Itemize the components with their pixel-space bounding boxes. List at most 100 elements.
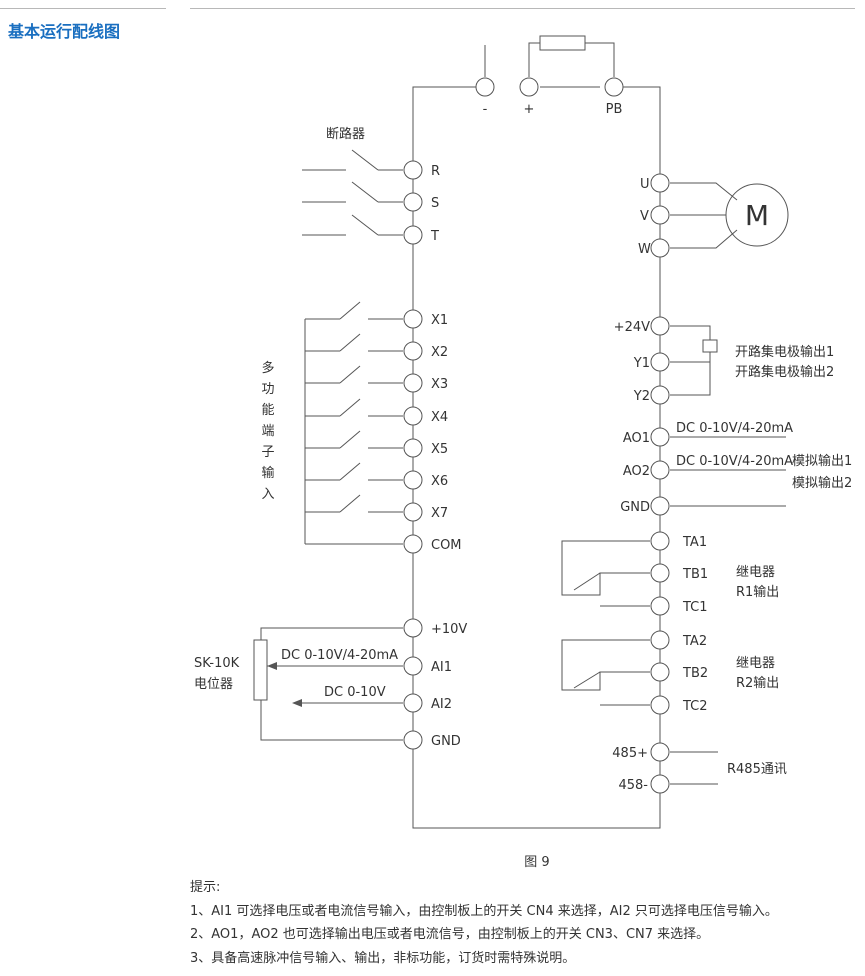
label-tc2: TC2 [682, 699, 708, 714]
ao2-signal: DC 0-10V/4-20mA [676, 454, 793, 469]
multi-input-char: 多 [261, 360, 274, 376]
terminal-x3 [403, 373, 423, 393]
relay2-label: R2输出 [736, 675, 779, 691]
label-ai1: AI1 [431, 660, 452, 675]
note-item: 1、AI1 可选择电压或者电流信号输入，由控制板上的开关 CN4 来选择，AI2… [190, 903, 778, 919]
label-v: V [640, 209, 649, 224]
terminal-r [403, 160, 423, 180]
note-item: 3、具备高速脉冲信号输入、输出，非标功能，订货时需特殊说明。 [190, 950, 576, 966]
oc-label: 开路集电极输出2 [735, 364, 834, 380]
multi-input-char: 输 [261, 465, 274, 481]
top-rule-left [0, 8, 166, 9]
figure-caption: 图 9 [524, 855, 549, 870]
label-24v: +24V [614, 320, 650, 335]
terminal-x1 [403, 309, 423, 329]
terminal-u [650, 173, 670, 193]
relay2-label: 继电器 [736, 656, 775, 671]
ai1-signal: DC 0-10V/4-20mA [281, 648, 398, 663]
breaker-label: 断路器 [326, 126, 365, 142]
label-s: S [431, 196, 439, 211]
label-pb: PB [606, 102, 623, 117]
terminal-y2 [650, 385, 670, 405]
terminal-t [403, 225, 423, 245]
label-485p: 485+ [612, 746, 648, 761]
oc-label: 开路集电极输出1 [735, 344, 834, 360]
note-item: 2、AO1，AO2 也可选择输出电压或者电流信号，由控制板上的开关 CN3、CN… [190, 927, 710, 942]
ao1-signal: DC 0-10V/4-20mA [676, 421, 793, 436]
terminal-tb1 [650, 563, 670, 583]
potentiometer [253, 639, 268, 701]
terminal-x2 [403, 341, 423, 361]
label-tc1: TC1 [682, 600, 708, 615]
label-x5: X5 [431, 442, 448, 457]
multi-input-char: 入 [261, 487, 274, 502]
label-x4: X4 [431, 410, 448, 425]
terminal-w [650, 238, 670, 258]
label-plus: + [524, 102, 535, 117]
pot-label: SK-10K [194, 656, 240, 671]
terminal-ta2 [650, 630, 670, 650]
label-ta2: TA2 [682, 634, 707, 649]
terminal-ao1 [650, 427, 670, 447]
label-ao2: AO2 [623, 464, 650, 479]
terminal-x7 [403, 502, 423, 522]
terminal-ai2 [403, 693, 423, 713]
terminal-ao2 [650, 460, 670, 480]
notes-block: 提示: 1、AI1 可选择电压或者电流信号输入，由控制板上的开关 CN4 来选择… [190, 876, 778, 970]
terminal-24v [650, 316, 670, 336]
label-y2: Y2 [633, 389, 650, 404]
ao-label: 模拟输出1 [792, 453, 852, 469]
main-bus-line [412, 86, 661, 829]
label-x3: X3 [431, 377, 448, 392]
terminal-minus [475, 77, 495, 97]
label-r: R [431, 164, 440, 179]
terminal-x6 [403, 470, 423, 490]
label-10v: +10V [431, 622, 467, 637]
ao-label: 模拟输出2 [792, 475, 852, 491]
multi-input-char: 端 [261, 424, 274, 439]
terminal-s [403, 192, 423, 212]
terminal-ta1 [650, 531, 670, 551]
terminal-y1 [650, 352, 670, 372]
top-rule-right [190, 8, 855, 9]
label-gnd-left: GND [431, 734, 461, 749]
oc-load [702, 339, 718, 353]
label-tb1: TB1 [682, 567, 708, 582]
label-gnd-right: GND [620, 500, 650, 515]
section-title: 基本运行配线图 [8, 22, 121, 41]
terminal-ai1 [403, 656, 423, 676]
label-com: COM [431, 538, 462, 553]
label-x6: X6 [431, 474, 448, 489]
terminal-485p [650, 742, 670, 762]
label-minus: - [483, 102, 488, 117]
motor-circle [725, 183, 789, 247]
label-y1: Y1 [633, 356, 650, 371]
label-x2: X2 [431, 345, 448, 360]
label-ai2: AI2 [431, 697, 452, 712]
terminal-tb2 [650, 662, 670, 682]
label-ta1: TA1 [682, 535, 707, 550]
terminal-x5 [403, 438, 423, 458]
label-ao1: AO1 [623, 431, 650, 446]
notes-title: 提示: [190, 880, 221, 895]
comm-label: R485通讯 [727, 762, 787, 777]
terminal-plus [519, 77, 539, 97]
terminal-485n [650, 774, 670, 794]
terminal-10v [403, 618, 423, 638]
multi-input-char: 功 [261, 382, 274, 397]
label-w: W [638, 242, 651, 257]
motor-label: M [745, 199, 769, 232]
braking-resistor [539, 35, 586, 51]
terminal-x4 [403, 406, 423, 426]
terminal-pb [604, 77, 624, 97]
multi-input-char: 子 [261, 445, 274, 460]
terminal-gnd-left [403, 730, 423, 750]
relay1-label: R1输出 [736, 584, 779, 600]
label-x7: X7 [431, 506, 448, 521]
relay1-label: 继电器 [736, 565, 775, 580]
label-t: T [430, 229, 439, 244]
label-485n: 458- [618, 778, 648, 793]
ai2-signal: DC 0-10V [324, 685, 386, 700]
terminal-tc2 [650, 695, 670, 715]
